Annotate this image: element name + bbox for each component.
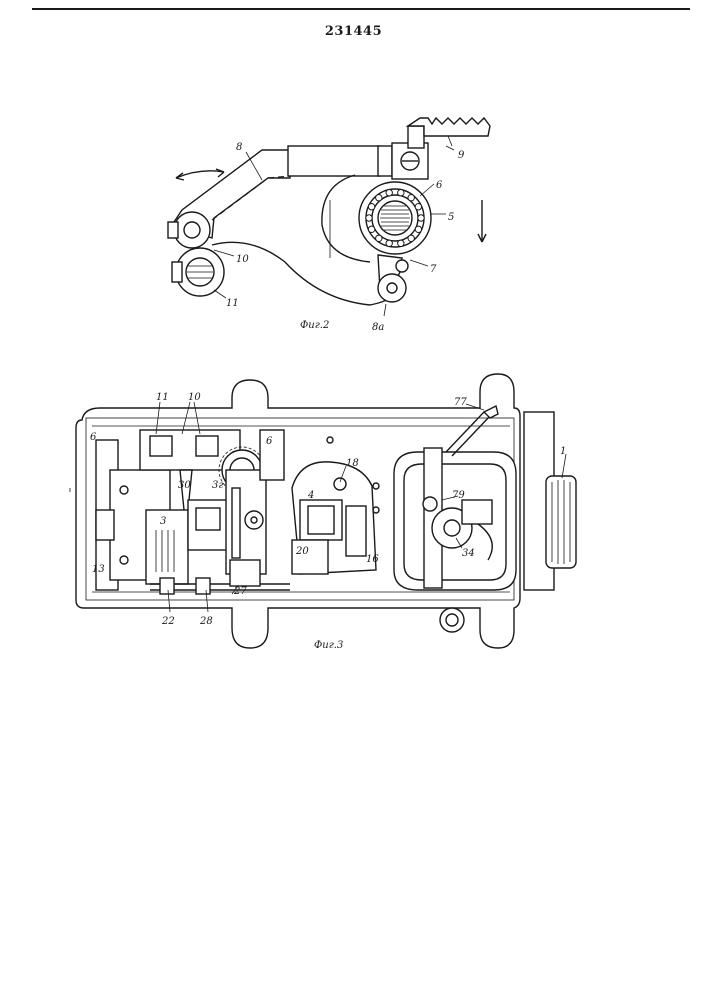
label-fig3-77: 77 bbox=[454, 397, 467, 408]
label-fig3-79: 79 bbox=[452, 490, 465, 501]
label-fig3-10: 10 bbox=[188, 392, 201, 403]
block-3 bbox=[146, 510, 188, 584]
handwheel bbox=[546, 476, 576, 568]
label-fig3-4: 4 bbox=[307, 490, 314, 501]
label-fig3-22: 22 bbox=[161, 616, 175, 627]
figure-3-caption: Фиг.3 bbox=[314, 640, 343, 651]
label-fig3-30: 30 bbox=[178, 480, 191, 491]
label-fig3-13: 13 bbox=[92, 564, 105, 575]
label-fig3-3: 3 bbox=[160, 516, 166, 527]
label-fig3-1: 1 bbox=[560, 446, 566, 457]
label-fig3-16: 16 bbox=[366, 554, 379, 565]
label-fig3-34: 34 bbox=[462, 548, 475, 559]
label-fig3-28: 28 bbox=[199, 616, 213, 627]
label-fig3-3g: 3г bbox=[212, 480, 223, 491]
part-16 bbox=[346, 506, 366, 556]
bottom-boss bbox=[440, 608, 464, 632]
label-fig3-20: 20 bbox=[295, 546, 309, 557]
label-fig3-11: 11 bbox=[156, 392, 169, 403]
label-fig3-6-left: 6 bbox=[90, 432, 97, 443]
label-fig3-6-right: 6 bbox=[266, 436, 273, 447]
label-fig3-18: 18 bbox=[346, 458, 359, 469]
label-fig3-27: 27 bbox=[233, 586, 247, 597]
